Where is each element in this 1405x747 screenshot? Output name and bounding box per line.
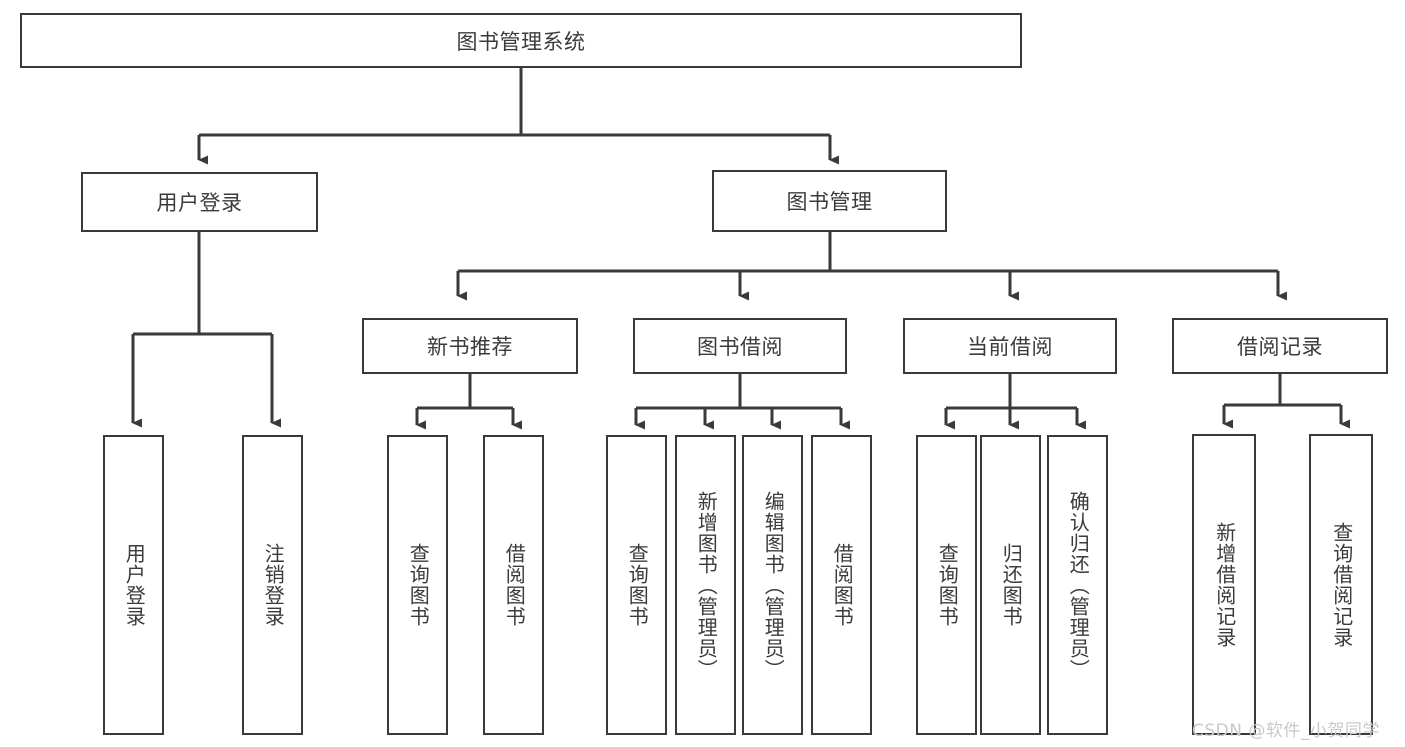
node-leaf-borrow-book-2[interactable]: 借阅图书 — [811, 435, 872, 735]
node-book-borrow[interactable]: 图书借阅 — [633, 318, 847, 374]
node-leaf-query-book-1[interactable]: 查询图书 — [387, 435, 448, 735]
node-user-login[interactable]: 用户登录 — [81, 172, 318, 232]
node-leaf-add-record[interactable]: 新增借阅记录 — [1192, 434, 1256, 735]
node-root-book-management-system[interactable]: 图书管理系统 — [20, 13, 1022, 68]
node-book-management[interactable]: 图书管理 — [712, 170, 947, 232]
node-leaf-borrow-book-1[interactable]: 借阅图书 — [483, 435, 544, 735]
node-leaf-return-book[interactable]: 归还图书 — [980, 435, 1041, 735]
node-leaf-add-book[interactable]: 新增图书（管理员） — [675, 435, 736, 735]
node-new-book-recommend[interactable]: 新书推荐 — [362, 318, 578, 374]
node-borrow-record[interactable]: 借阅记录 — [1172, 318, 1388, 374]
node-leaf-edit-book[interactable]: 编辑图书（管理员） — [742, 435, 803, 735]
node-leaf-query-book-3[interactable]: 查询图书 — [916, 435, 977, 735]
node-leaf-logout[interactable]: 注销登录 — [242, 435, 303, 735]
node-leaf-query-book-2[interactable]: 查询图书 — [606, 435, 667, 735]
node-current-borrow[interactable]: 当前借阅 — [903, 318, 1117, 374]
node-leaf-query-record[interactable]: 查询借阅记录 — [1309, 434, 1373, 735]
node-leaf-confirm-return[interactable]: 确认归还（管理员） — [1047, 435, 1108, 735]
node-leaf-user-login[interactable]: 用户登录 — [103, 435, 164, 735]
